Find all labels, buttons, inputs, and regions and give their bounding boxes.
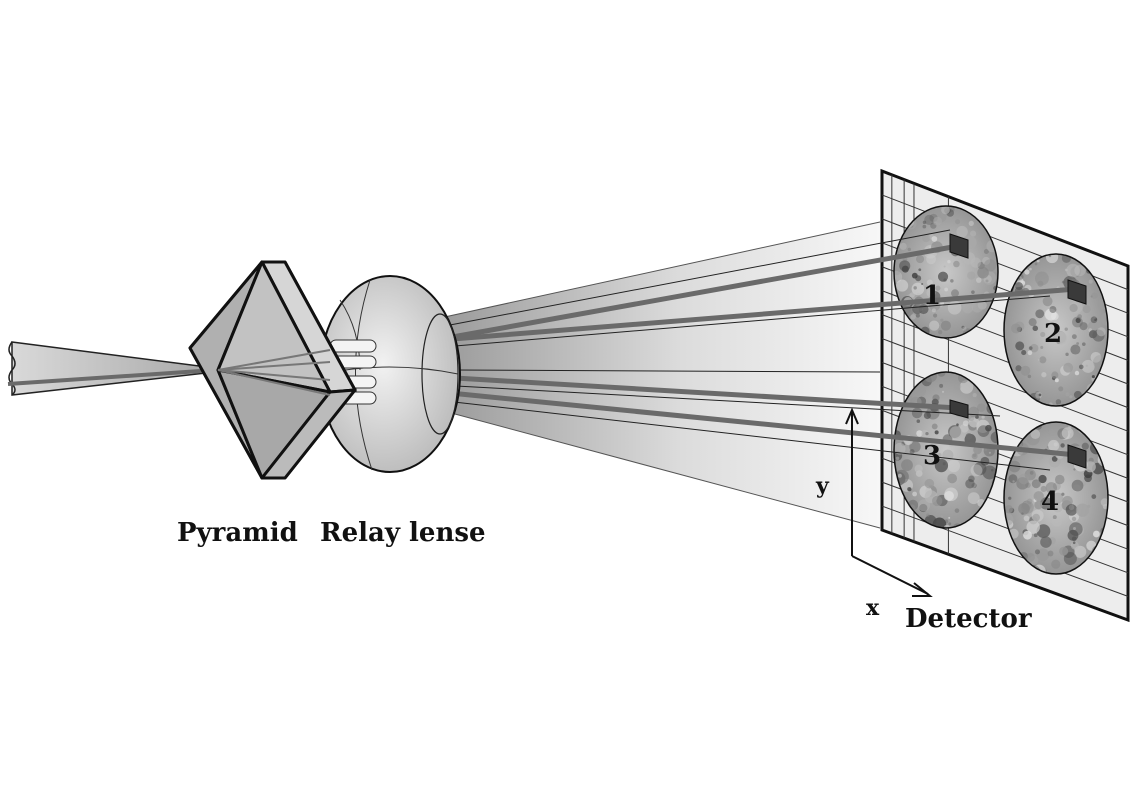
pupil-number-3: 3 [923, 441, 941, 471]
grid-line-h [881, 338, 1129, 432]
pupil-number-4: 4 [1041, 487, 1059, 517]
coordinate-axes [845, 407, 933, 597]
incoming-beam [7, 341, 216, 396]
ray-thin-lines [449, 229, 1051, 471]
pupil-number-1: 1 [923, 281, 941, 311]
label-axis-x: x [866, 595, 880, 621]
cone-edge-bottom [439, 409, 881, 529]
label-relay-lens: Relay lense [320, 518, 486, 548]
label-pyramid: Pyramid [177, 518, 298, 548]
light-cone [440, 222, 880, 528]
rays [377, 243, 1079, 458]
label-detector: Detector [905, 604, 1032, 634]
pupil-number-2: 2 [1044, 319, 1062, 349]
label-axis-y: y [815, 473, 830, 499]
pyramid-prism [188, 260, 357, 480]
cone-edge-top [439, 221, 881, 319]
prism-internal-rays [217, 349, 331, 396]
detector-pixels [949, 233, 1087, 469]
